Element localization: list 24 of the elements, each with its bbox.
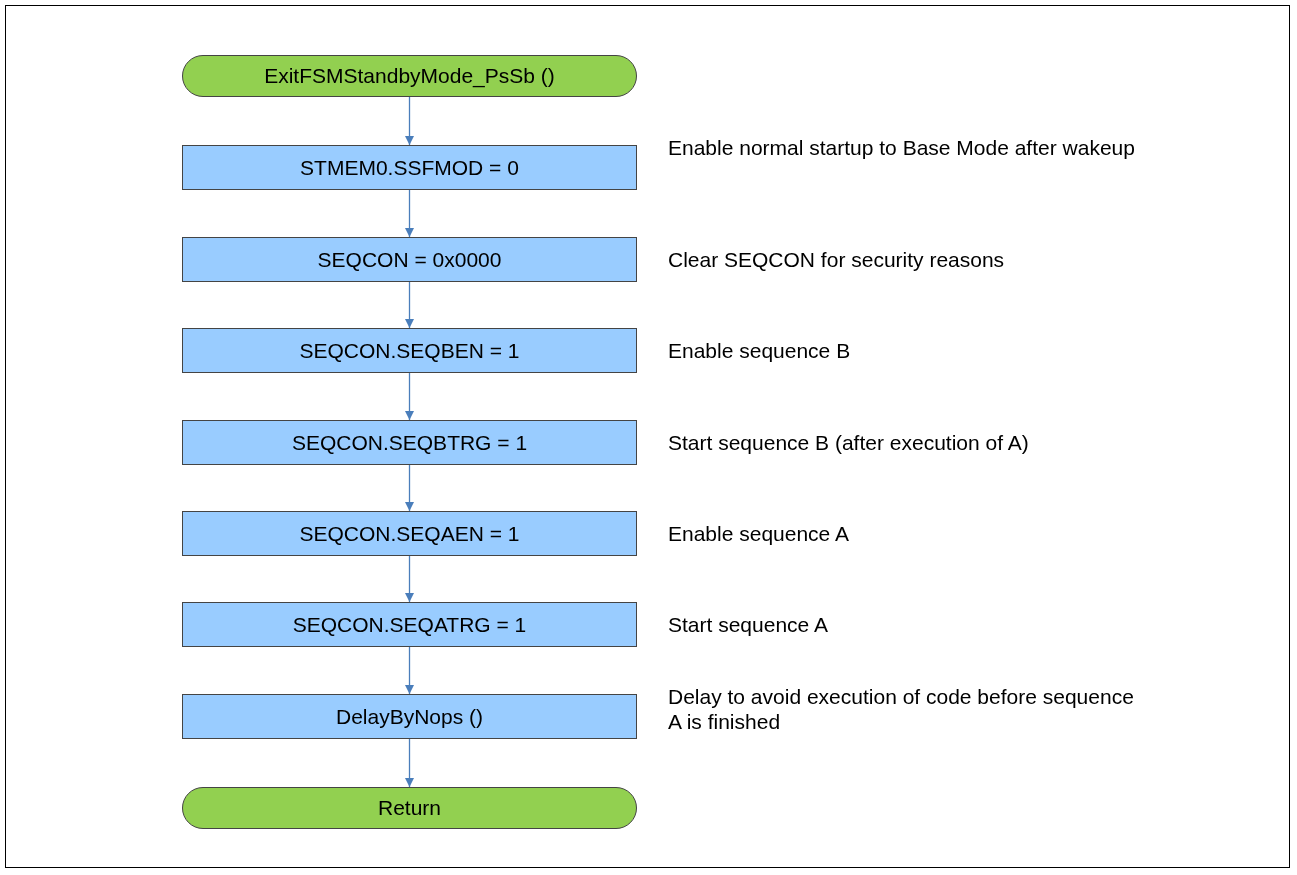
annotation-text: Enable sequence A [668, 521, 850, 546]
annotation-text: Start sequence B (after execution of A) [668, 430, 1030, 455]
arrow [405, 281, 414, 329]
arrow [405, 555, 414, 603]
arrow [405, 189, 414, 238]
arrow [405, 372, 414, 421]
terminal-pill: ExitFSMStandbyMode_PsSb () [182, 55, 637, 97]
annotation-text: Clear SEQCON for security reasons [668, 247, 1006, 272]
process-box: SEQCON.SEQBTRG = 1 [182, 420, 637, 465]
annotation-text: Enable sequence B [668, 338, 852, 363]
annotation-text: Start sequence A [668, 612, 829, 637]
process-box: DelayByNops () [182, 694, 637, 739]
terminal-pill: Return [182, 787, 637, 829]
arrow [405, 646, 414, 695]
process-box: SEQCON.SEQATRG = 1 [182, 602, 637, 647]
process-box: SEQCON.SEQAEN = 1 [182, 511, 637, 556]
process-box: SEQCON = 0x0000 [182, 237, 637, 282]
process-box: STMEM0.SSFMOD = 0 [182, 145, 637, 190]
arrow [405, 464, 414, 512]
arrow [405, 96, 414, 146]
annotation-text: Delay to avoid execution of code before sequence A is finished [668, 684, 1135, 734]
arrow [405, 738, 414, 788]
process-box: SEQCON.SEQBEN = 1 [182, 328, 637, 373]
annotation-text: Enable normal startup to Base Mode after wakeup [668, 135, 1136, 160]
